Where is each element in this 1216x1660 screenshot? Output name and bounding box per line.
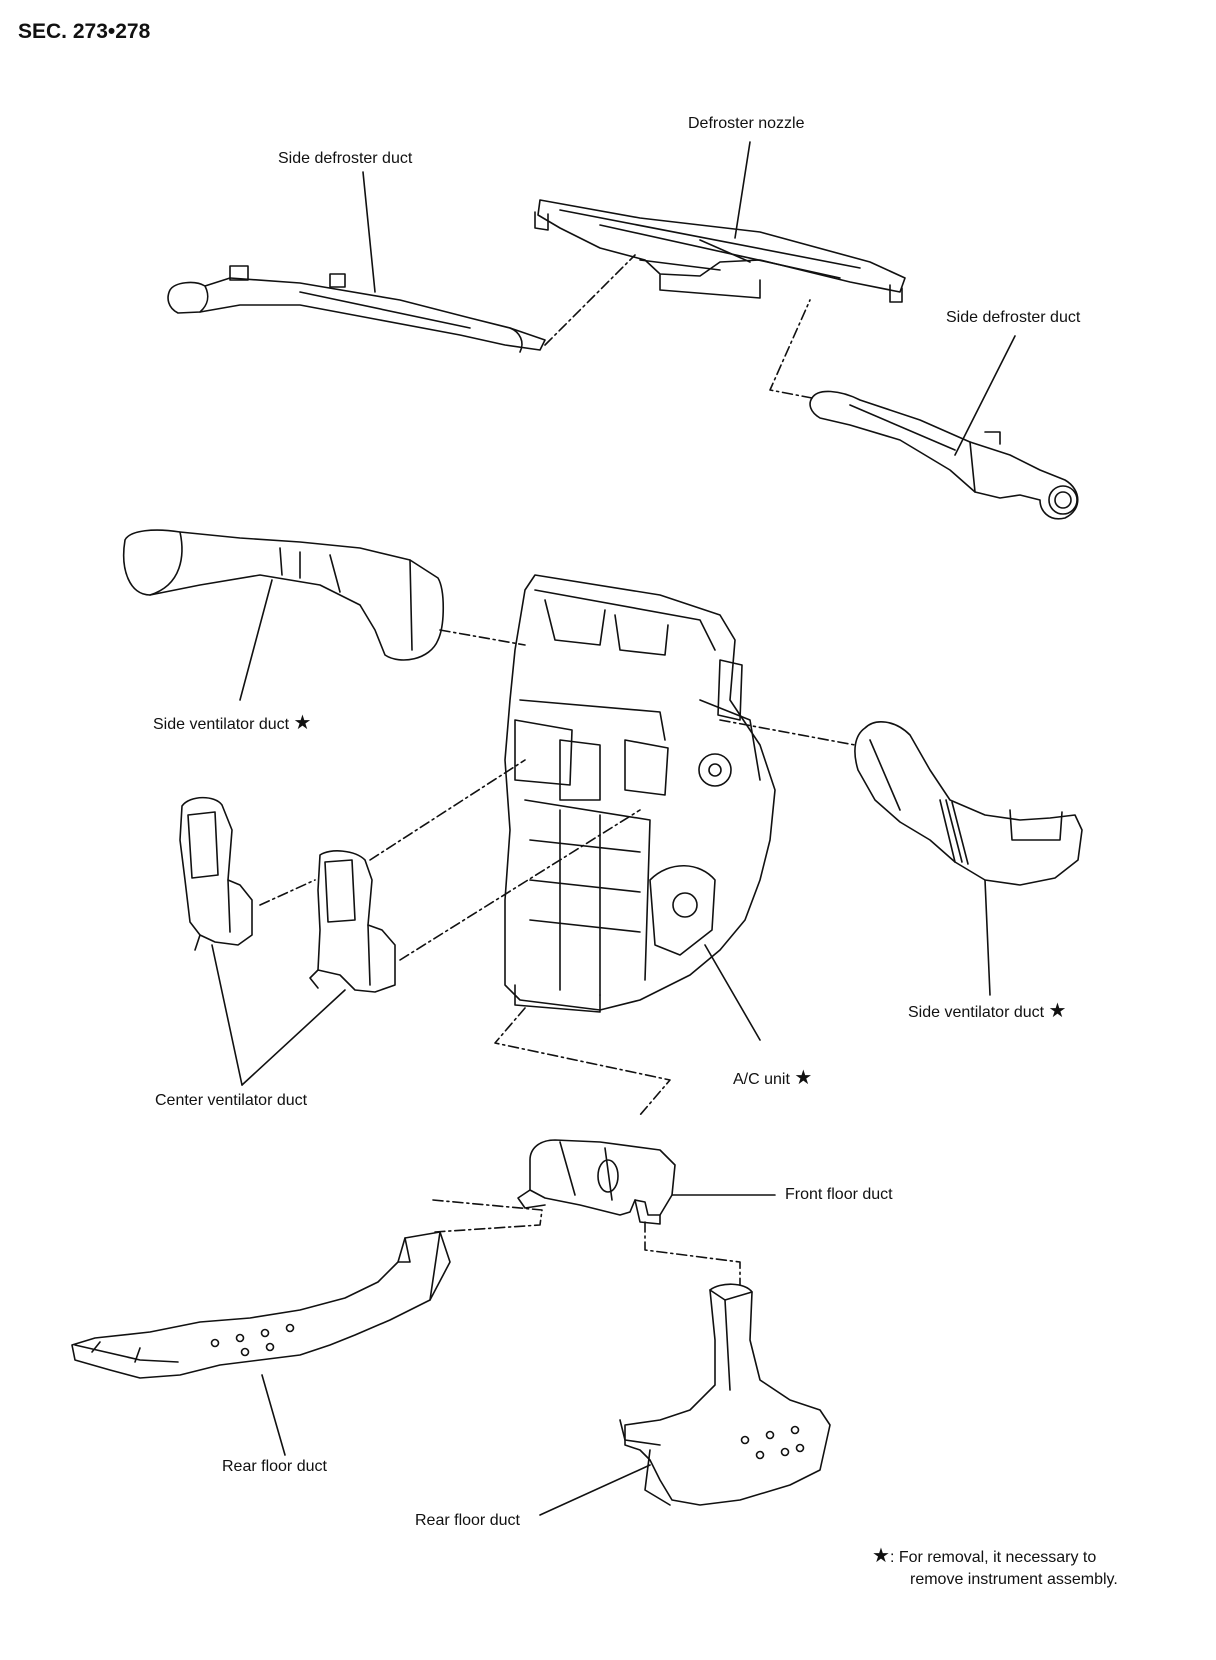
connector-line: [369, 759, 526, 861]
leader-line: [362, 171, 376, 293]
center-ventilator-duct-right-part: [309, 850, 396, 993]
footnote-line-2: remove instrument assembly.: [910, 1571, 1118, 1588]
leader-line: [241, 989, 346, 1086]
label-center-ventilator-duct: Center ventilator duct: [155, 1092, 308, 1109]
leader-line: [211, 944, 243, 1086]
connector-line: [399, 809, 641, 961]
label-text: Side ventilator duct: [153, 716, 290, 733]
footnote: ★: For removal, it necessary to remove i…: [872, 1545, 1118, 1591]
side-ventilator-duct-left-part: [123, 529, 444, 661]
label-side-ventilator-duct-right: Side ventilator duct ★: [908, 998, 1066, 1023]
leader-line: [954, 335, 1016, 456]
side-defroster-duct-left-part: [167, 265, 546, 353]
connector-line: [544, 254, 636, 346]
connector-line: [644, 1221, 741, 1286]
label-side-defroster-duct-left: Side defroster duct: [278, 150, 413, 167]
label-rear-floor-duct-right: Rear floor duct: [415, 1512, 520, 1529]
leader-line: [539, 1464, 651, 1516]
rear-floor-duct-right-part: [619, 1283, 831, 1506]
leader-line: [704, 944, 761, 1041]
rear-floor-duct-left-part: [71, 1231, 451, 1379]
label-defroster-nozzle: Defroster nozzle: [688, 115, 805, 132]
connector-line: [769, 299, 813, 399]
star-icon: ★: [1048, 1000, 1067, 1022]
footnote-line-1: : For removal, it necessary to: [889, 1549, 1097, 1566]
star-icon: ★: [293, 712, 312, 734]
center-ventilator-duct-left-part: [179, 796, 253, 951]
ac-unit-part: [504, 574, 776, 1013]
connector-line: [259, 879, 316, 906]
star-icon: ★: [794, 1067, 813, 1089]
label-side-ventilator-duct-left: Side ventilator duct ★: [153, 710, 311, 735]
label-front-floor-duct: Front floor duct: [785, 1186, 893, 1203]
connector-line: [719, 719, 856, 746]
section-reference: SEC. 273•278: [18, 20, 151, 43]
front-floor-duct-part: [517, 1139, 676, 1225]
connector-line: [432, 1199, 543, 1233]
leader-line: [734, 141, 751, 239]
label-side-defroster-duct-right: Side defroster duct: [946, 309, 1081, 326]
star-icon: ★: [872, 1545, 890, 1567]
side-defroster-duct-right-part: [809, 390, 1079, 520]
label-ac-unit: A/C unit ★: [733, 1065, 812, 1090]
leader-line: [261, 1374, 286, 1456]
side-ventilator-duct-right-part: [854, 721, 1083, 886]
label-text: A/C unit: [733, 1071, 790, 1088]
label-rear-floor-duct-left: Rear floor duct: [222, 1458, 327, 1475]
leader-line: [239, 579, 273, 701]
leader-line: [984, 879, 991, 996]
connector-line: [439, 629, 526, 646]
defroster-nozzle-part: [534, 199, 906, 303]
label-text: Side ventilator duct: [908, 1004, 1045, 1021]
connector-line: [494, 1007, 671, 1116]
